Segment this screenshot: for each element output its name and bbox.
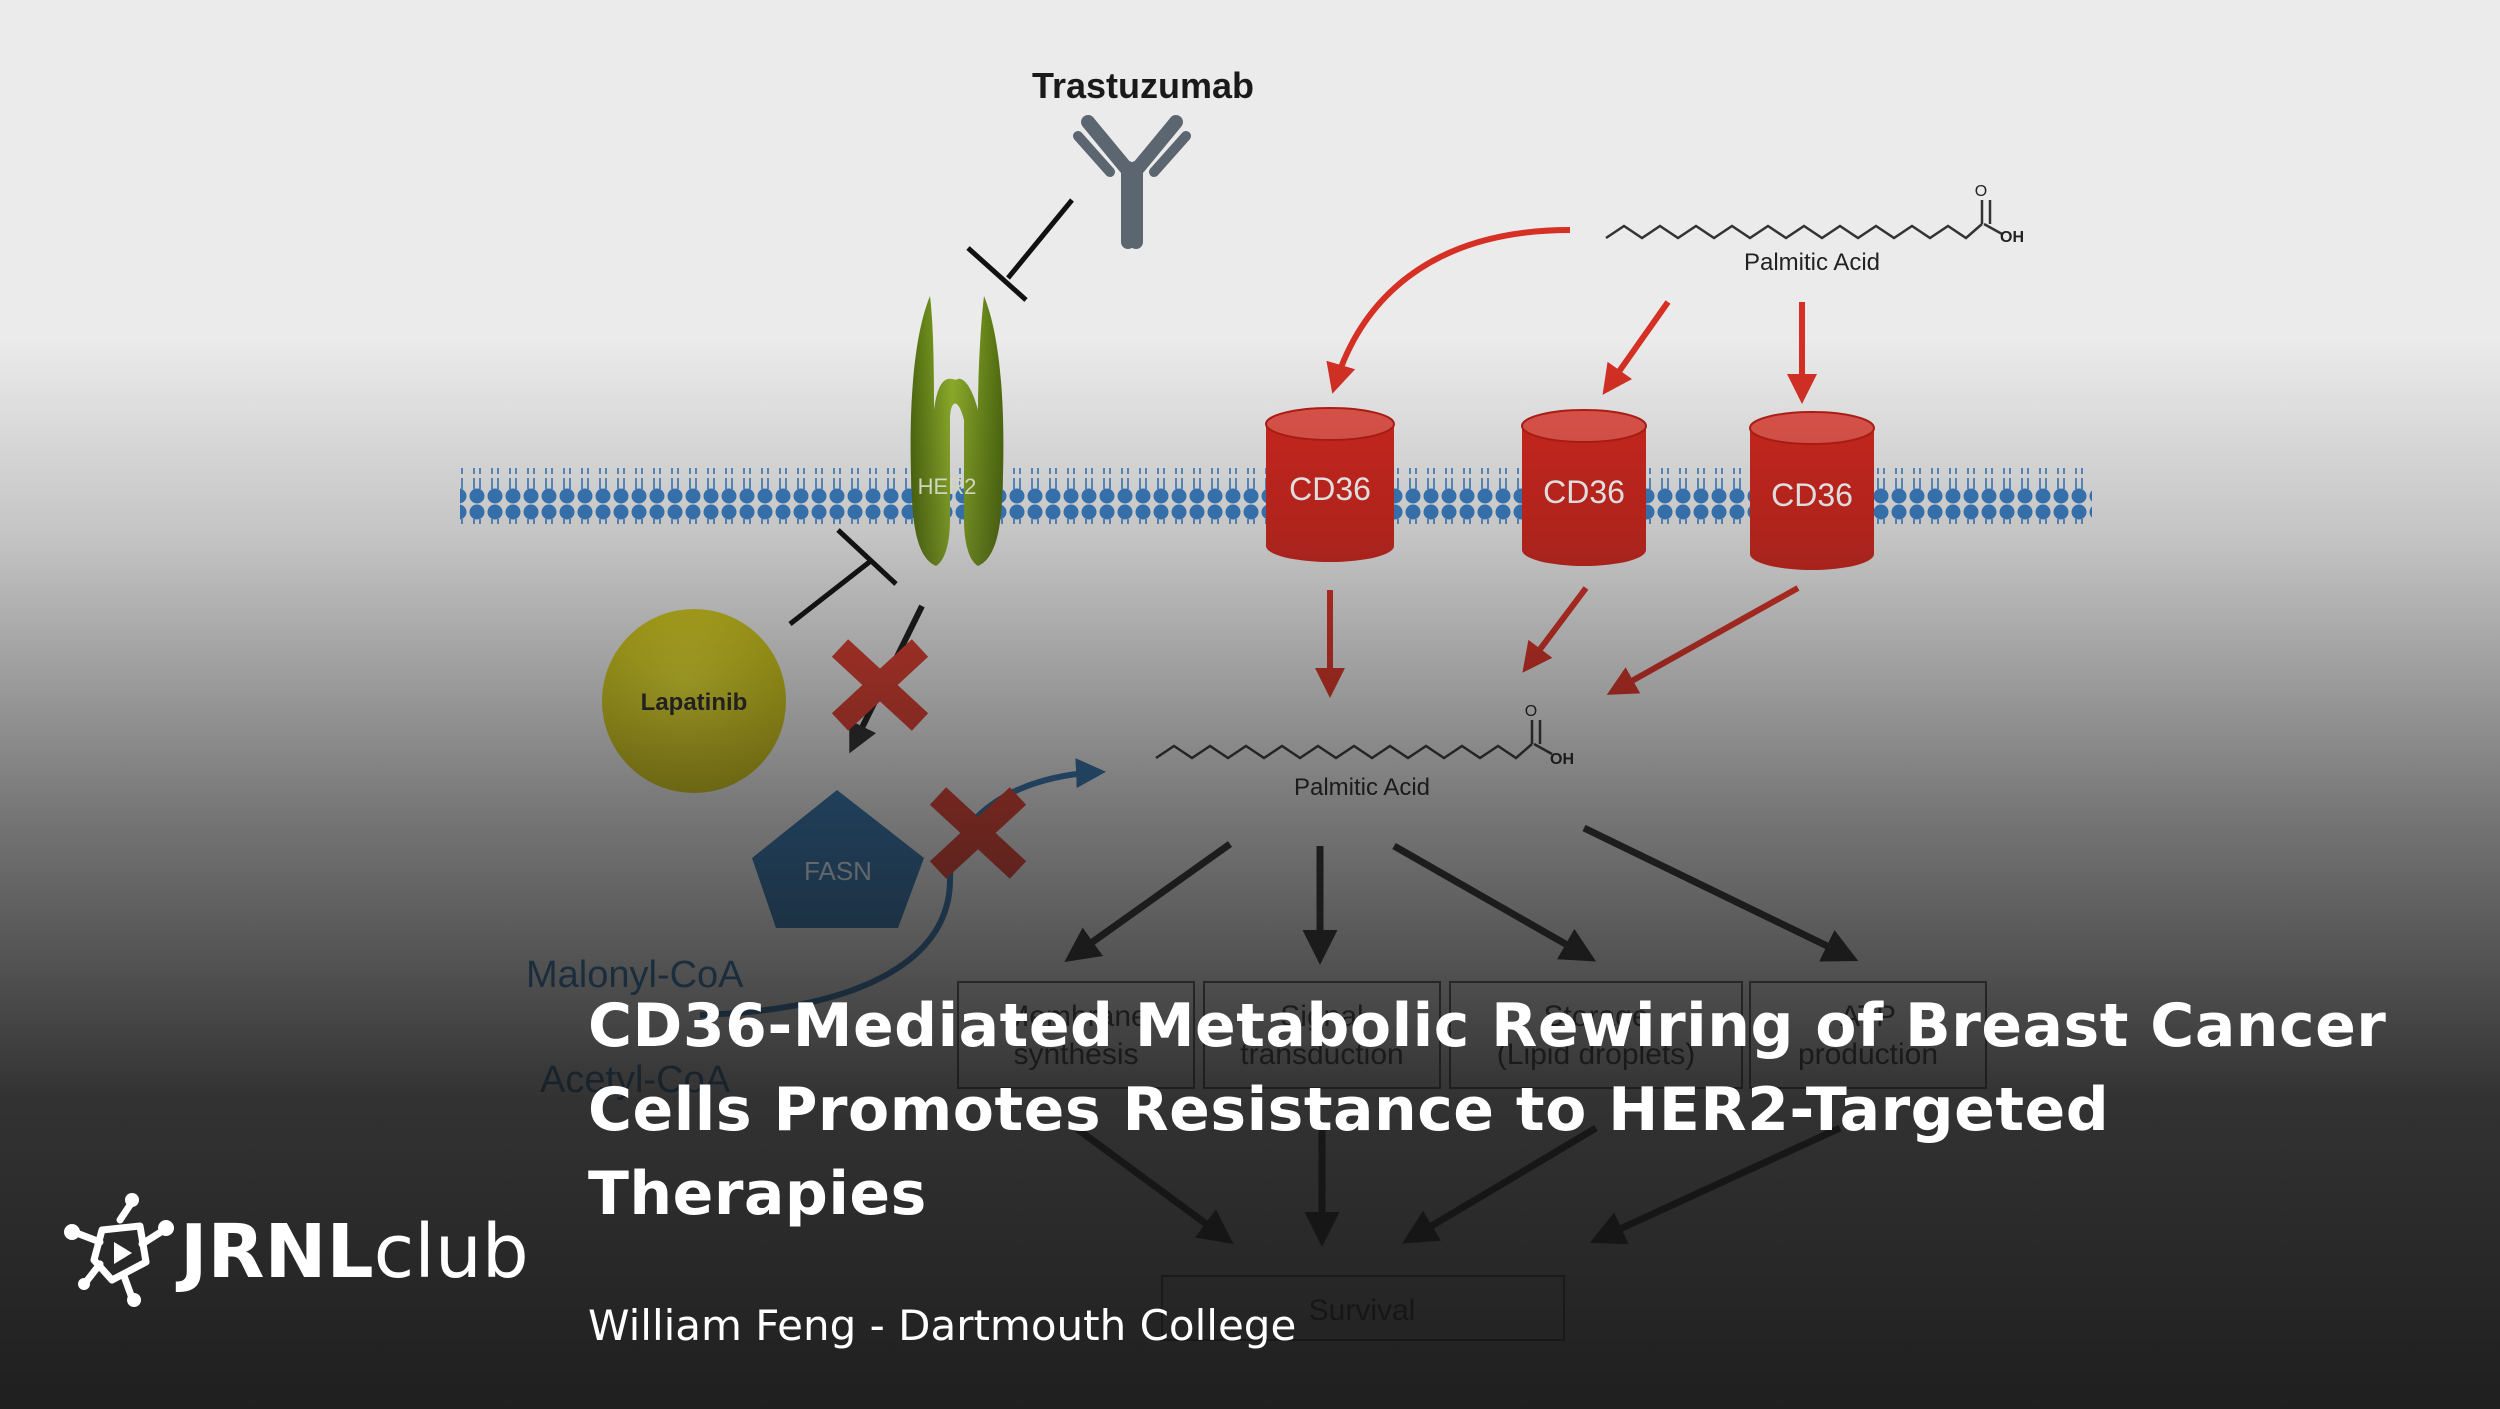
lapatinib-label: Lapatinib xyxy=(641,689,748,716)
trastuzumab-label: Trastuzumab xyxy=(1032,65,1254,106)
trastuzumab-antibody-icon xyxy=(1073,115,1191,249)
palmitic-acid-label: Palmitic Acid xyxy=(1294,774,1430,801)
hydroxyl-label: OH xyxy=(1550,751,1574,768)
cd36-label: CD36 xyxy=(1289,471,1371,507)
palmitic-acid-chain xyxy=(1155,743,1533,760)
internalization-arrow xyxy=(1606,585,1800,695)
jrnlclub-brand: JRNLclub xyxy=(60,1190,540,1310)
fasn-label: FASN xyxy=(804,856,872,886)
uptake-arrow xyxy=(1326,227,1571,394)
blocked-cross-icon xyxy=(929,787,1027,879)
brand-wordmark: JRNLclub xyxy=(180,1212,529,1292)
video-title: CD36-Mediated Metabolic Rewiring of Brea… xyxy=(588,991,2387,1229)
carbonyl-o-label: O xyxy=(1975,183,1987,200)
blocked-cross-icon xyxy=(831,639,929,731)
fate-arrow xyxy=(1064,841,1233,963)
carbonyl-o-label: O xyxy=(1525,703,1537,720)
her2-label: HER2 xyxy=(918,474,977,499)
palmitic-acid-label: Palmitic Acid xyxy=(1744,249,1880,276)
brand-light: club xyxy=(373,1209,529,1295)
lapatinib-inhibition-bar xyxy=(788,528,898,626)
author-affiliation: William Feng - Dartmouth College xyxy=(588,1301,1297,1350)
svg-text:Survival: Survival xyxy=(1309,1294,1416,1327)
trastuzumab-inhibition-bar xyxy=(966,198,1074,302)
her2-receptor xyxy=(910,296,1004,566)
cd36-label: CD36 xyxy=(1543,474,1625,510)
uptake-arrow xyxy=(1602,300,1671,395)
brand-bold: JRNL xyxy=(180,1209,374,1295)
hydroxyl-label: OH xyxy=(2000,229,2024,246)
molecule-play-icon xyxy=(64,1193,174,1307)
fate-arrow xyxy=(1392,842,1597,962)
palmitic-acid-chain xyxy=(1605,223,1983,240)
internalization-arrow xyxy=(1522,586,1589,673)
cd36-label: CD36 xyxy=(1771,477,1853,513)
fate-arrow xyxy=(1582,824,1859,962)
